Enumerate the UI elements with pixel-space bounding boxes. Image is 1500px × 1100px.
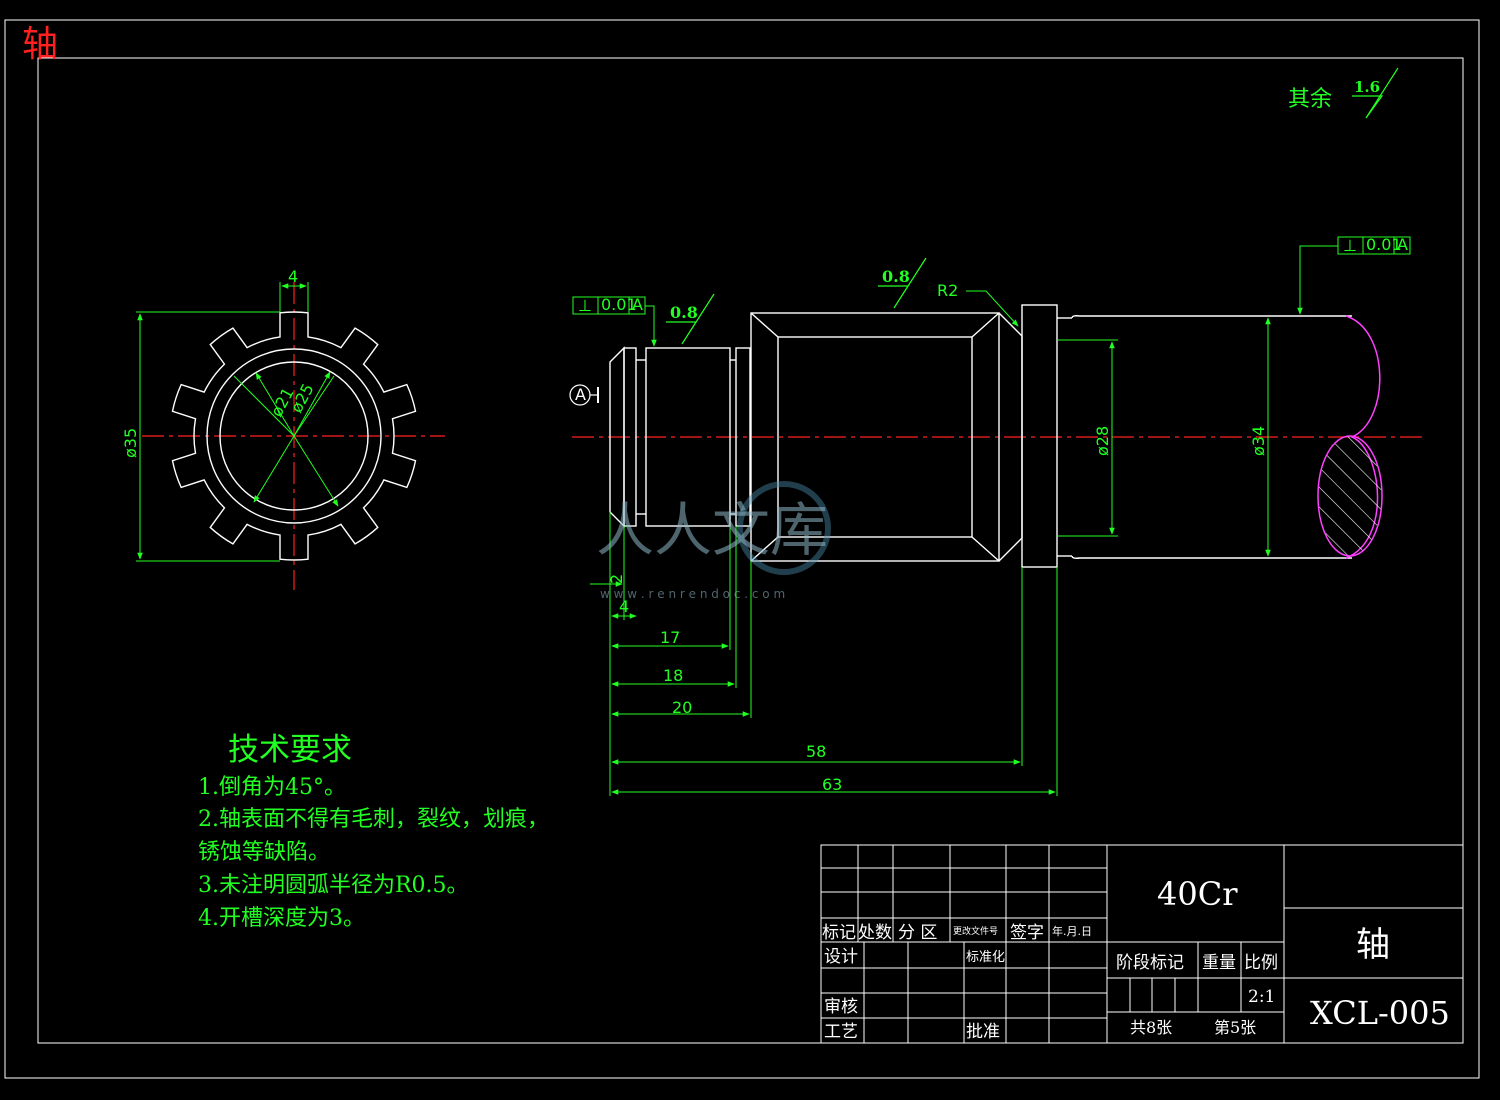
- tb-header-zone: 分 区: [898, 923, 937, 943]
- roughness-left-value: 0.8: [670, 303, 698, 322]
- watermark: 人人文库 w w w . r e n r e n d o c . c o m: [596, 481, 831, 601]
- requirement-line: 3.未注明圆弧半径为R0.5。: [198, 873, 469, 898]
- dim-h18: 18: [663, 666, 683, 685]
- tb-approve: 批准: [966, 1022, 1000, 1042]
- roughness-middle-icon: [878, 257, 927, 309]
- dim-d34: ø34: [1249, 426, 1268, 456]
- tb-review: 审核: [824, 997, 858, 1017]
- roughness-middle-value: 0.8: [882, 267, 910, 286]
- surface-note-value: 1.6: [1354, 78, 1380, 96]
- tb-sheets-total: 共8张: [1130, 1018, 1172, 1037]
- dim-h2: 2: [607, 574, 626, 584]
- material-label: 40Cr: [1157, 875, 1238, 913]
- spline-outline: [171, 311, 417, 561]
- tb-process: 工艺: [824, 1022, 858, 1042]
- requirement-line: 4.开槽深度为3。: [198, 906, 365, 931]
- tol-right-datum: A: [1397, 235, 1408, 254]
- dim-d28: ø28: [1093, 426, 1112, 456]
- corner-title: 轴: [22, 24, 58, 65]
- dim-h20: 20: [672, 698, 692, 717]
- dim-h17: 17: [660, 628, 680, 647]
- surface-note-prefix: 其余: [1288, 87, 1332, 112]
- datum-label: A: [575, 385, 586, 404]
- tol-right-symbol: ⊥: [1343, 236, 1357, 255]
- dim-h4: 4: [619, 597, 629, 616]
- part-name: 轴: [1356, 925, 1390, 965]
- roughness-left-icon: [666, 293, 715, 345]
- datum-symbol: A: [569, 384, 599, 406]
- tol-right-value: 0.01: [1366, 235, 1402, 254]
- dim-inner2: ø25: [287, 380, 318, 416]
- dim-h58: 58: [806, 742, 826, 761]
- requirement-line: 1.倒角为45°。: [198, 775, 346, 800]
- tolerance-frame-right: ⊥ 0.01 A: [1297, 235, 1411, 315]
- watermark-text: 人人文库: [596, 496, 828, 564]
- break-section: [1317, 315, 1383, 559]
- tol-left-value: 0.01: [601, 295, 637, 314]
- dim-outer: ø35: [121, 428, 140, 458]
- tb-scale: 2:1: [1248, 987, 1275, 1007]
- tb-header-date: 年.月.日: [1052, 924, 1092, 938]
- shaft-diameter-dims: ø28 ø34: [1093, 317, 1271, 557]
- tb-weight: 重量: [1202, 953, 1236, 973]
- tol-left-symbol: ⊥: [578, 296, 592, 315]
- length-dims: [590, 512, 1058, 796]
- tol-left-datum: A: [632, 295, 643, 314]
- tb-scale-label: 比例: [1244, 953, 1278, 973]
- requirement-line: 锈蚀等缺陷。: [198, 840, 330, 865]
- tb-sheet-no: 第5张: [1214, 1018, 1256, 1037]
- title-block: [820, 844, 1464, 1044]
- roughness-left: 0.8: [666, 293, 715, 345]
- tb-header-mark: 标记: [822, 923, 856, 943]
- tb-stage: 阶段标记: [1116, 953, 1184, 973]
- roughness-middle: 0.8: [878, 257, 927, 309]
- shaft-view: [572, 304, 1424, 568]
- tb-standard: 标准化: [966, 950, 1005, 965]
- tb-header-sign: 签字: [1010, 923, 1044, 943]
- tb-header-change-doc: 更改文件号: [953, 925, 998, 937]
- tolerance-frame-left: ⊥ 0.01 A: [572, 295, 657, 347]
- dim-width: 4: [288, 267, 298, 286]
- drawing-number: XCL-005: [1310, 994, 1450, 1032]
- sheet-border: [4, 19, 1480, 1079]
- dim-h63: 63: [822, 775, 842, 794]
- roughness-symbol-icon: [1352, 67, 1399, 119]
- tb-header-count: 处数: [858, 923, 892, 943]
- tb-design: 设计: [824, 947, 858, 967]
- surface-roughness-note: 其余 1.6: [1288, 67, 1399, 119]
- radius-label: R2: [937, 281, 958, 300]
- technical-requirements: 技术要求 1.倒角为45°。 2.轴表面不得有毛刺，裂纹，划痕， 锈蚀等缺陷。 …: [198, 732, 549, 931]
- watermark-url: w w w . r e n r e n d o c . c o m: [600, 587, 785, 601]
- radius-leader: R2: [937, 281, 1019, 327]
- requirements-title: 技术要求: [228, 732, 352, 768]
- requirement-line: 2.轴表面不得有毛刺，裂纹，划痕，: [198, 807, 549, 832]
- section-view: ø21 ø25 ø35 4: [121, 267, 445, 590]
